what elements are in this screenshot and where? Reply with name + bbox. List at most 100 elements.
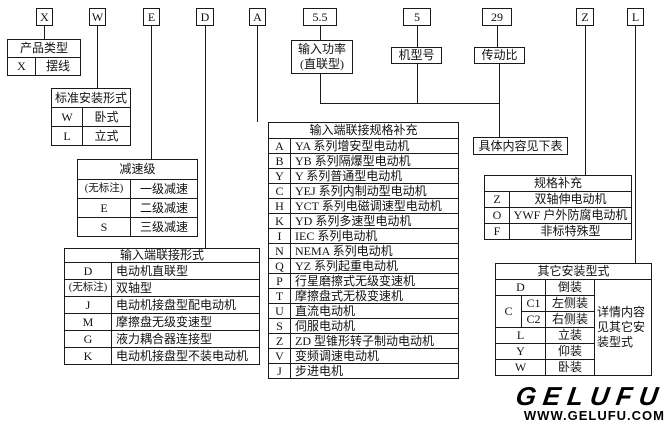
table-title: 输入端联接规格补充 [268,122,459,139]
code-cell: S [268,318,291,334]
input-power-callout: 输入功率 (直联型) [291,40,353,74]
label-cell: 伺服电动机 [290,318,459,334]
callout-line: 传动比 [481,48,518,62]
connector-line [585,26,586,175]
code-cell: C2 [521,311,546,328]
connector-line [205,26,206,248]
label-cell: 直流电动机 [290,303,459,319]
label-cell: 倒装 [545,279,595,296]
label-cell: ZD 型锥形转子制动电动机 [290,333,459,349]
code-cell: Q [268,258,291,274]
table-row: W 卧装 [495,359,652,376]
group-code-cell: C [495,295,522,328]
label-cell: 立式 [82,126,131,146]
table-row: Y 仰装 [495,343,652,360]
label-cell: 变频调速电动机 [290,348,459,364]
table-header-row: 减速级 [77,159,198,180]
label-cell: NEMA 系列电动机 [290,243,459,259]
label-cell: 双轴型 [111,279,260,297]
code-cell: S [77,217,131,237]
callout-line: (直联型) [300,57,344,71]
code-cell: E [77,198,131,218]
table-header-row: 输入端联接规格补充 [268,122,459,139]
code-box-reduction: E [143,8,160,26]
label-cell: 三级减速 [130,217,198,237]
code-box-ratio: 29 [482,8,512,26]
label-cell: 卧式 [82,107,131,127]
code-text: 5.5 [312,9,328,24]
table-row: D 倒装 详情内容见其它安装型式 [495,279,652,376]
label-cell: 电动机直联型 [111,262,260,280]
label-cell: YZ 系列起重电动机 [290,258,459,274]
label-cell: Y 系列普通型电动机 [290,168,459,184]
table-header-row: 标准安装形式 [51,88,131,108]
code-cell: U [268,303,291,319]
code-cell: K [64,347,112,365]
label-cell: 电动机接盘型不装电动机 [111,347,260,365]
connector-line [635,26,636,263]
label-cell: 一级减速 [130,179,198,199]
table-header-row: 其它安装型式 [495,263,652,280]
label-cell: 液力耦合器连接型 [111,330,260,348]
connector-line [320,103,500,104]
code-cell: K [268,213,291,229]
connector-line [499,64,500,137]
other-mounting-table: 其它安装型式 D 倒装 详情内容见其它安装型式 C C1 左侧装 C2 右侧装 … [495,263,652,376]
code-cell: P [268,273,291,289]
label-cell: 立装 [545,327,595,344]
code-cell: I [268,228,291,244]
code-text: 5 [414,9,420,24]
label-cell: 电动机接盘型配电动机 [111,296,260,314]
code-cell: Y [495,343,546,360]
website-text: WWW.GELUFU.COM [523,408,665,423]
callout-line: 输入功率 [297,42,346,56]
table-row: C2 右侧装 [496,311,652,328]
table-header-row: 产品类型 [7,39,81,58]
code-cell: B [268,153,291,169]
connector-line [257,26,258,122]
label-cell: 左侧装 [545,295,595,312]
code-box-product: X [36,8,53,26]
table-title: 输入端联接形式 [64,248,260,263]
label-cell: YB 系列隔爆型电动机 [290,153,459,169]
table-row: L 立装 [495,327,652,344]
connector-line [97,26,98,88]
code-cell: F [484,223,510,240]
code-cell: (无标注) [64,279,112,297]
code-text: Z [581,9,589,24]
code-cell: G [64,330,112,348]
label-cell: 摩擦盘式无极变速机 [290,288,459,304]
callout-line: 机型号 [398,48,435,62]
label-cell: YD 系列多速型电动机 [290,213,459,229]
brand-wordmark: GELUFU [514,381,668,411]
ratio-callout: 传动比 [474,47,525,64]
code-cell: C1 [521,295,546,312]
table-title: 规格补充 [484,175,632,192]
code-cell: C [268,183,291,199]
code-cell: Y [268,168,291,184]
code-cell: (无标注) [77,179,131,199]
code-cell: J [64,296,112,314]
see-below-note: 具体内容见下表 [473,137,568,155]
